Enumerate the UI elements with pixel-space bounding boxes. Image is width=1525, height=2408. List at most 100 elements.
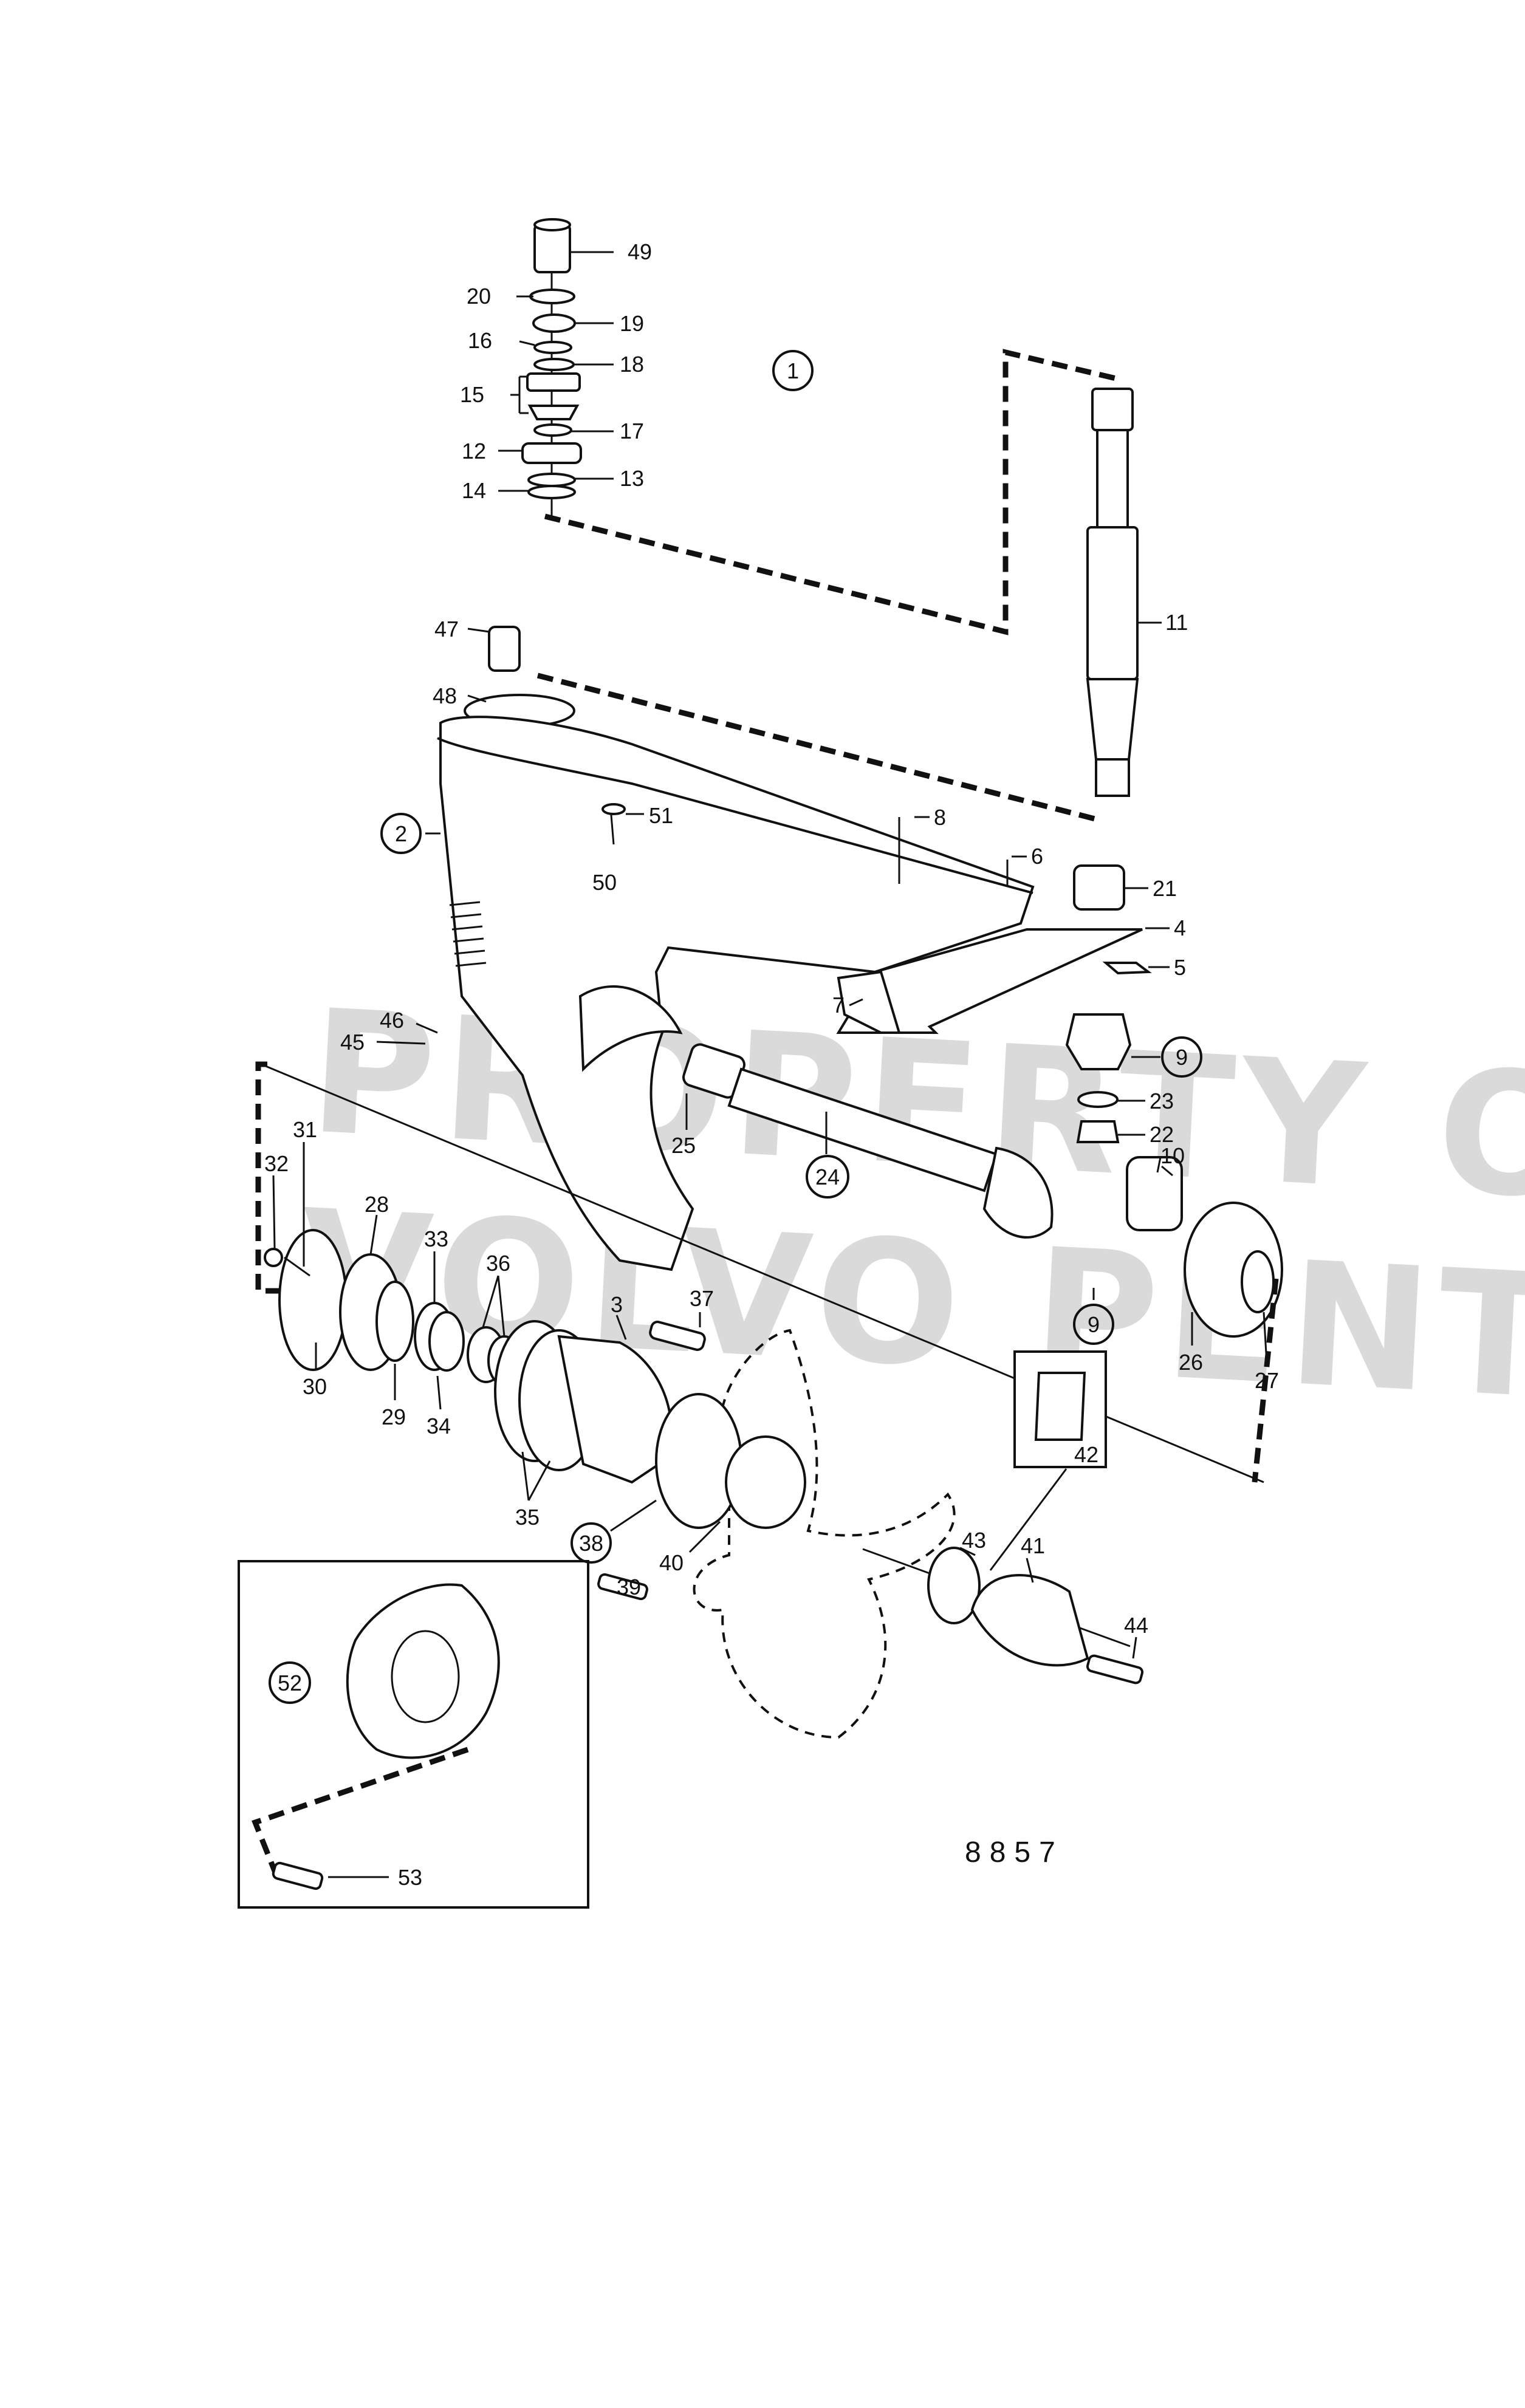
part-38-thrust-hub — [655, 1393, 742, 1529]
part-52-anode-hole — [391, 1630, 460, 1723]
callout-52: 52 — [269, 1661, 311, 1704]
callout-21: 21 — [1153, 876, 1177, 901]
cavitation-plate — [836, 817, 1152, 1034]
callout-14: 14 — [462, 478, 486, 503]
callout-28: 28 — [365, 1192, 389, 1217]
leader-32 — [272, 1175, 276, 1249]
leader-48 — [467, 694, 487, 703]
callout-52-text: 52 — [278, 1671, 302, 1695]
leader-27 — [1263, 1312, 1268, 1364]
figure-number: 8857 — [965, 1836, 1064, 1869]
leader-10 — [1161, 1165, 1173, 1177]
callout-3: 3 — [611, 1292, 623, 1317]
part-44-screw — [1086, 1654, 1144, 1685]
housing-vent-slots — [449, 901, 487, 967]
callout-27: 27 — [1255, 1368, 1279, 1393]
part-49-sleeve — [533, 224, 571, 273]
leader-3 — [615, 1315, 627, 1340]
part-31-screw-leader — [284, 1256, 310, 1277]
part-10-key — [1156, 1157, 1162, 1173]
leader-43 — [959, 1547, 976, 1556]
callout-43: 43 — [962, 1528, 986, 1553]
propeller-shaft-assembly — [682, 1043, 1283, 1338]
callout-1-text: 1 — [787, 358, 799, 383]
anode-inset — [238, 1560, 589, 1909]
callout-12: 12 — [462, 439, 486, 463]
part-14-shim — [527, 485, 576, 499]
group-1-bracket — [544, 349, 1122, 635]
callout-2-circle — [380, 813, 422, 854]
bearing-carrier-stack — [264, 1229, 706, 1484]
leader-16 — [519, 340, 535, 346]
part-47-pin — [488, 626, 521, 672]
callout-23: 23 — [1150, 1089, 1174, 1113]
callout-26: 26 — [1179, 1350, 1203, 1375]
callout-47: 47 — [434, 617, 459, 641]
leader-7 — [849, 998, 863, 1007]
callout-13: 13 — [620, 466, 644, 491]
callout-1-circle — [772, 350, 814, 391]
callout-5: 5 — [1174, 955, 1186, 980]
part-5-strip — [1102, 962, 1152, 975]
callout-38: 38 — [571, 1522, 612, 1564]
callout-1: 1 — [772, 350, 814, 391]
part-39-screw — [597, 1573, 648, 1601]
part-41-cone — [970, 1574, 1089, 1667]
callout-18: 18 — [620, 352, 644, 377]
leader-40 — [688, 1520, 721, 1553]
callout-2: 2 — [380, 813, 422, 854]
callout-17: 17 — [620, 419, 644, 443]
leader-34 — [436, 1375, 442, 1410]
callout-9-upper-circle — [1161, 1036, 1202, 1078]
callout-11: 11 — [1165, 610, 1188, 635]
callout-9-upper-text: 9 — [1176, 1045, 1188, 1070]
callout-30: 30 — [303, 1374, 327, 1399]
part-29-seal — [375, 1281, 414, 1362]
part-52-anode — [346, 1583, 500, 1759]
leader-41 — [1026, 1558, 1034, 1583]
callout-9-lower-circle — [1073, 1304, 1114, 1345]
part-15-bearing-cone — [527, 405, 580, 420]
propeller-shaft-opening — [578, 985, 683, 1072]
callout-45: 45 — [340, 1030, 365, 1055]
callout-8: 8 — [934, 805, 946, 830]
callout-44: 44 — [1124, 1613, 1148, 1638]
leader-46 — [416, 1022, 438, 1034]
propeller-nut-assembly — [597, 1547, 1144, 1685]
part-53-screw — [272, 1861, 324, 1890]
gear-housing-body — [439, 716, 1035, 1271]
shaft-spline-top — [1091, 388, 1134, 431]
part-42-pointer — [989, 1468, 1068, 1571]
part-12-bearing — [521, 442, 582, 464]
callout-32: 32 — [264, 1151, 289, 1176]
callout-24-text: 24 — [815, 1165, 840, 1189]
shaft-upper-section — [1096, 429, 1129, 528]
part-32-screw — [264, 1248, 283, 1267]
callout-33: 33 — [424, 1226, 448, 1251]
callout-31: 31 — [293, 1117, 317, 1142]
propeller-hub — [725, 1435, 806, 1529]
shaft-main-tube — [1086, 526, 1139, 680]
part-17-ring — [533, 423, 572, 437]
part-20-ring — [529, 289, 575, 304]
gear-bearing-housing — [1126, 1156, 1183, 1231]
part-49-sleeve-top — [533, 218, 571, 231]
part-19-nut — [532, 313, 576, 333]
leader-15 — [510, 375, 529, 414]
callout-4: 4 — [1174, 915, 1186, 940]
part-9-forward-gear — [982, 1146, 1054, 1239]
callout-22: 22 — [1150, 1122, 1174, 1147]
leader-35 — [521, 1451, 551, 1501]
callout-52-circle — [269, 1661, 311, 1704]
callout-9-lower: 9 — [1073, 1304, 1114, 1345]
part-42-spline-bush — [1034, 1372, 1086, 1441]
gear-housing — [437, 716, 1035, 1271]
callout-50: 50 — [592, 870, 617, 895]
part-22-nut — [1076, 1120, 1120, 1143]
callout-35: 35 — [515, 1505, 540, 1530]
callout-39: 39 — [617, 1575, 641, 1599]
callout-29: 29 — [382, 1404, 406, 1429]
leader-44 — [1132, 1637, 1137, 1659]
part-4-plate — [836, 928, 1143, 1034]
gear-housing-top-flange — [437, 737, 1033, 894]
